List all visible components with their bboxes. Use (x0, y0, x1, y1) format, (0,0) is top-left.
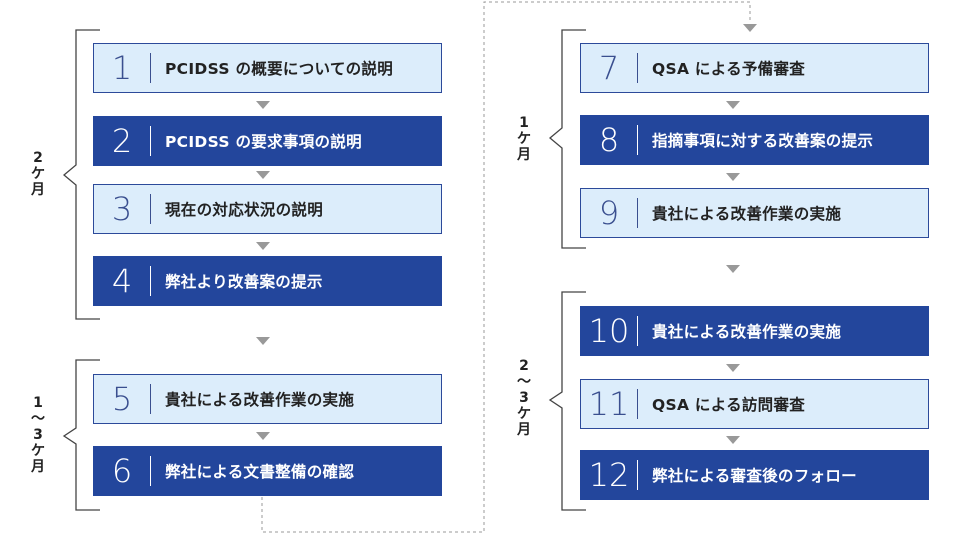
step-11: 11 QSA による訪問審査 (580, 379, 929, 429)
arrow-down-icon (256, 101, 270, 109)
step-label: 貴社による改善作業の実施 (652, 323, 842, 341)
step-number: 4 (111, 262, 133, 300)
step-9: 9 貴社による改善作業の実施 (580, 188, 929, 238)
arrow-down-icon (256, 242, 270, 250)
connector-arrowhead (743, 24, 757, 32)
step-6: 6 弊社による文書整備の確認 (93, 446, 442, 496)
step-number: 6 (111, 452, 133, 490)
step-number: 5 (111, 380, 133, 418)
step-number: 9 (598, 194, 620, 232)
step-number: 12 (588, 456, 630, 494)
arrow-down-icon (726, 173, 740, 181)
column-connector (261, 1, 751, 533)
bracket-phase-4 (548, 291, 586, 511)
step-number: 11 (588, 385, 630, 423)
arrow-down-icon (256, 171, 270, 179)
bracket-phase-3 (548, 29, 586, 249)
step-label: 貴社による改善作業の実施 (652, 205, 842, 223)
step-number: 10 (588, 312, 630, 350)
step-label: 弊社による審査後のフォロー (652, 467, 857, 485)
bracket-phase-1 (62, 29, 100, 320)
arrow-down-icon (256, 432, 270, 440)
arrow-down-icon (726, 101, 740, 109)
step-label: 現在の対応状況の説明 (165, 201, 324, 219)
step-1: 1 PCIDSS の概要についての説明 (93, 43, 442, 93)
step-number: 3 (111, 190, 133, 228)
step-label: 弊社による文書整備の確認 (165, 463, 355, 481)
step-number: 7 (598, 49, 620, 87)
arrow-down-icon (726, 265, 740, 273)
bracket-phase-2 (62, 359, 100, 511)
step-8: 8 指摘事項に対する改善案の提示 (580, 115, 929, 165)
arrow-down-icon (726, 436, 740, 444)
step-label: 弊社より改善案の提示 (165, 273, 323, 291)
step-5: 5 貴社による改善作業の実施 (93, 374, 442, 424)
step-10: 10 貴社による改善作業の実施 (580, 306, 929, 356)
arrow-down-icon (726, 364, 740, 372)
step-12: 12 弊社による審査後のフォロー (580, 450, 929, 500)
step-label: PCIDSS の要求事項の説明 (165, 133, 362, 151)
step-number: 1 (111, 49, 133, 87)
step-label: PCIDSS の概要についての説明 (165, 60, 394, 78)
step-3: 3 現在の対応状況の説明 (93, 184, 442, 234)
phase-label-4: 2 〜 3 ケ 月 (517, 358, 531, 438)
step-label: QSA による予備審査 (652, 60, 806, 78)
phase-label-2: 1 〜 3 ケ 月 (31, 395, 45, 475)
phase-label-3: 1 ケ 月 (517, 115, 531, 163)
step-number: 2 (111, 122, 133, 160)
step-2: 2 PCIDSS の要求事項の説明 (93, 116, 442, 166)
phase-label-1: 2 ケ 月 (31, 150, 45, 198)
step-label: 貴社による改善作業の実施 (165, 391, 355, 409)
step-label: 指摘事項に対する改善案の提示 (652, 132, 874, 150)
step-number: 8 (598, 121, 620, 159)
step-4: 4 弊社より改善案の提示 (93, 256, 442, 306)
step-label: QSA による訪問審査 (652, 396, 806, 414)
arrow-down-icon (256, 337, 270, 345)
step-7: 7 QSA による予備審査 (580, 43, 929, 93)
